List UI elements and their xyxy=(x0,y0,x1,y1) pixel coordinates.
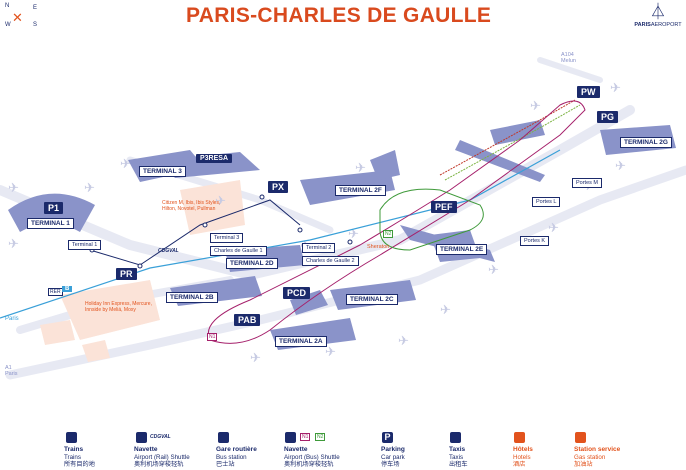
bus-station-icon xyxy=(218,432,229,443)
train-icon xyxy=(66,432,77,443)
stop-terminal2[interactable]: Terminal 2 xyxy=(302,243,336,253)
brand-logo: ⏃ PARISAEROPORT xyxy=(632,4,684,28)
compass-arrow-icon: ✕ xyxy=(12,10,23,25)
a104-label: A104 Melun xyxy=(561,52,576,64)
hotel-group-1: Citizen M, Ibis, Ibis Styles, Hilton, No… xyxy=(162,200,221,212)
stop-terminal1[interactable]: Terminal 1 xyxy=(68,240,102,250)
parking-pef[interactable]: PEF xyxy=(431,201,457,213)
paris-label: Paris xyxy=(5,316,19,322)
compass-n: N xyxy=(5,3,10,9)
parking-pab[interactable]: PAB xyxy=(234,314,261,326)
taxi-icon xyxy=(450,432,461,443)
stop-portes-l[interactable]: Portes L xyxy=(532,197,561,207)
svg-text:✈: ✈ xyxy=(615,159,626,174)
terminal-2c-label[interactable]: TERMINAL 2C xyxy=(346,294,398,305)
svg-text:✈: ✈ xyxy=(530,99,541,114)
hotel-icon xyxy=(514,432,525,443)
stop-portes-m[interactable]: Portes M xyxy=(572,178,603,188)
legend-n2-badge: N2 xyxy=(315,433,326,441)
svg-text:✈: ✈ xyxy=(440,303,451,318)
svg-text:✈: ✈ xyxy=(8,181,19,196)
parking-pg[interactable]: PG xyxy=(597,111,619,123)
eiffel-icon: ⏃ xyxy=(649,4,666,21)
cdgval-icon xyxy=(136,432,147,443)
svg-text:✈: ✈ xyxy=(488,263,499,278)
hotel-zones xyxy=(40,180,245,362)
parking-pw[interactable]: PW xyxy=(577,86,600,98)
parking-p1[interactable]: P1 xyxy=(44,202,64,214)
svg-text:✈: ✈ xyxy=(215,194,226,209)
n1-badge: N1 xyxy=(207,333,218,341)
parking-p3resa[interactable]: P3RESA xyxy=(196,154,233,163)
svg-text:✈: ✈ xyxy=(8,237,19,252)
svg-text:✈: ✈ xyxy=(610,81,621,96)
compass-e: E xyxy=(33,5,38,11)
cdgval-badge: CDGVAL xyxy=(150,434,171,440)
svg-text:✈: ✈ xyxy=(325,345,336,360)
stop-cdg2[interactable]: Charles de Gaulle 2 xyxy=(302,256,359,266)
svg-text:✈: ✈ xyxy=(548,221,559,236)
svg-text:✈: ✈ xyxy=(250,351,261,366)
compass-w: W xyxy=(5,22,11,28)
terminal-2g-label[interactable]: TERMINAL 2G xyxy=(620,137,672,148)
gas-station-icon xyxy=(575,432,586,443)
n2-badge: N2 xyxy=(383,230,394,238)
stop-portes-k[interactable]: Portes K xyxy=(520,236,550,246)
parking-icon: P xyxy=(382,432,393,443)
terminal-1-label[interactable]: TERMINAL 1 xyxy=(27,218,74,229)
legend-n1-badge: N1 xyxy=(300,433,311,441)
terminal-2d-label[interactable]: TERMINAL 2D xyxy=(226,258,278,269)
svg-text:✈: ✈ xyxy=(84,181,95,196)
a1-label: A1 Paris xyxy=(5,365,18,377)
terminal-2b-label[interactable]: TERMINAL 2B xyxy=(166,292,218,303)
svg-text:✈: ✈ xyxy=(398,334,409,349)
stop-terminal3[interactable]: Terminal 3 xyxy=(210,233,244,243)
svg-text:✈: ✈ xyxy=(348,227,359,242)
compass-s: S xyxy=(33,22,38,28)
parking-px[interactable]: PX xyxy=(268,181,289,193)
terminal-2a-label[interactable]: TERMINAL 2A xyxy=(275,336,327,347)
svg-text:✈: ✈ xyxy=(120,157,131,172)
cdgval-label: CDGVAL xyxy=(158,248,179,254)
sheraton-label: Sheraton xyxy=(367,244,390,250)
parking-pr[interactable]: PR xyxy=(116,268,137,280)
shuttle-loops xyxy=(208,100,586,344)
parking-pcd[interactable]: PCD xyxy=(283,287,311,299)
rer-b-badge: B xyxy=(62,286,73,292)
svg-text:✈: ✈ xyxy=(355,161,366,176)
terminal-2f-label[interactable]: TERMINAL 2F xyxy=(335,185,386,196)
page-title: PARIS-CHARLES DE GAULLE xyxy=(186,4,492,27)
hotel-group-2: Holiday Inn Express, Mercure, Innside by… xyxy=(85,301,152,313)
bus-shuttle-icon xyxy=(285,432,296,443)
terminal-3-label[interactable]: TERMINAL 3 xyxy=(139,166,186,177)
rer-label: RER xyxy=(48,288,63,296)
rail-lines xyxy=(0,99,581,319)
stop-cdg1[interactable]: Charles de Gaulle 1 xyxy=(210,246,267,256)
terminal-2e-label[interactable]: TERMINAL 2E xyxy=(436,244,488,255)
compass: N E W S ✕ xyxy=(3,3,41,31)
